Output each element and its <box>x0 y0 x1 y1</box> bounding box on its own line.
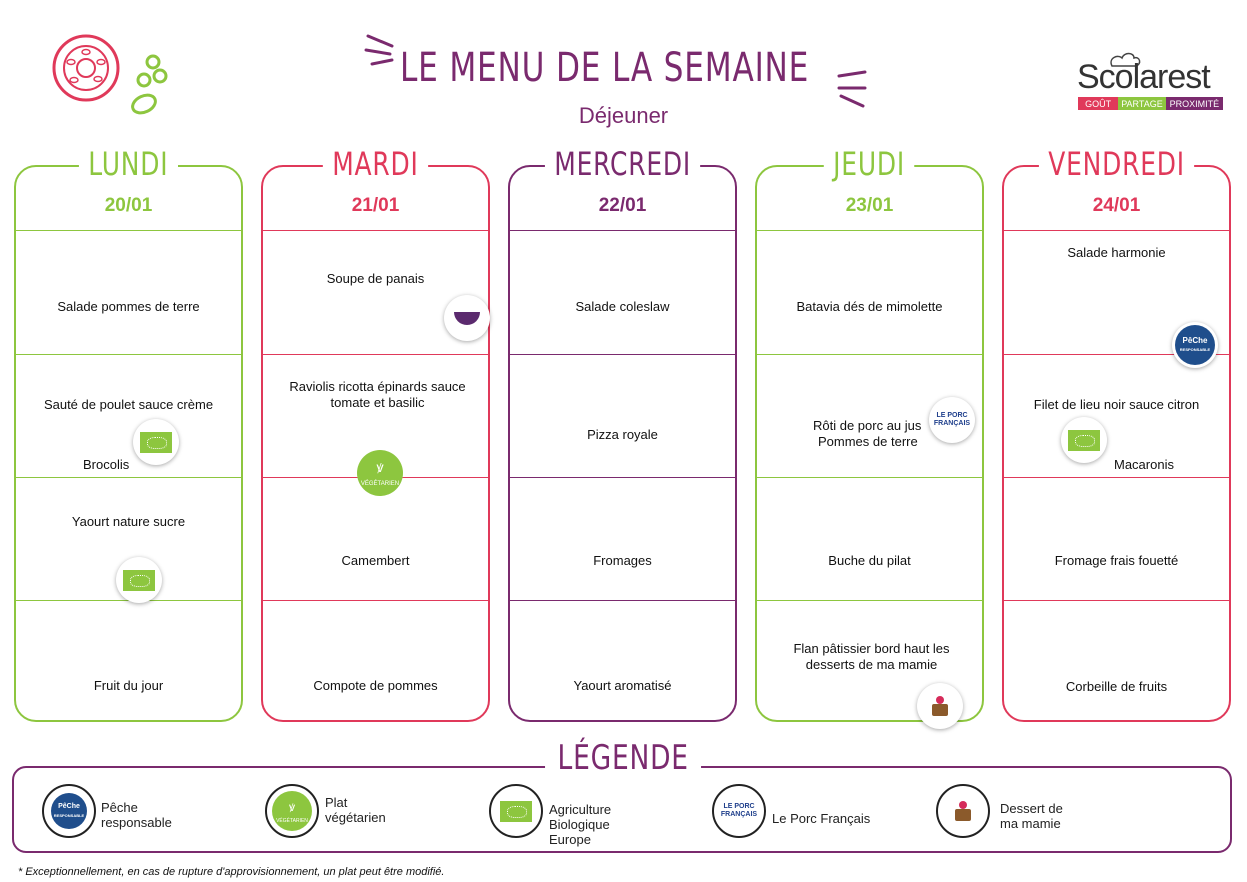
peche-badge-bottom: RESPONSABLE <box>53 813 85 818</box>
eu-organic-icon <box>116 557 162 603</box>
day-column-mardi: MARDI 21/01 Soupe de panais Raviolis ric… <box>261 145 490 722</box>
dish-item: Fromages <box>593 553 652 568</box>
dish-item: Sauté de poulet sauce crème <box>43 397 214 412</box>
row-divider <box>755 477 984 478</box>
day-date: 24/01 <box>1092 195 1141 216</box>
title-accent-right <box>837 70 867 108</box>
row-divider <box>1002 477 1231 478</box>
dish-item: Macaronis <box>1114 457 1174 472</box>
day-name: JEUDI <box>824 145 915 183</box>
dish-item: Pommes de terre <box>818 434 918 449</box>
dish-item: Camembert <box>341 553 410 568</box>
dish-item: Yaourt nature sucre <box>71 514 186 529</box>
day-date: 20/01 <box>104 195 153 216</box>
chef-hat-icon <box>1110 52 1141 67</box>
row-divider <box>261 354 490 355</box>
peche-badge-bottom: RESPONSABLE <box>1179 347 1211 352</box>
row-divider <box>14 354 243 355</box>
dish-item: Filet de lieu noir sauce citron <box>1033 397 1200 412</box>
eu-organic-icon <box>1061 417 1107 463</box>
dish-item: Fromage frais fouetté <box>1054 553 1179 568</box>
dish-item: Yaourt aromatisé <box>573 678 672 693</box>
dish-item: Brocolis <box>83 457 130 472</box>
day-date: 21/01 <box>351 195 400 216</box>
legend-label: Le Porc Français <box>772 811 871 826</box>
tagline-2: PARTAGE <box>1118 97 1166 110</box>
row-divider <box>755 230 984 231</box>
porc-francais-icon: LE PORC FRANÇAIS <box>712 784 766 838</box>
porc-badge-label: LE PORC FRANÇAIS <box>933 412 971 427</box>
dish-item: Compote de pommes <box>313 678 438 693</box>
dish-item: Salade pommes de terre <box>57 299 200 314</box>
dish-item: Pizza royale <box>587 427 658 442</box>
day-column-lundi: LUNDI 20/01 Salade pommes de terre Sauté… <box>14 145 243 722</box>
day-name: VENDREDI <box>1038 145 1195 183</box>
legend-label: Pêche responsable <box>101 800 172 830</box>
row-divider <box>261 230 490 231</box>
dish-item: Flan pâtissier bord haut les desserts de… <box>793 641 950 672</box>
tomato-illustration <box>52 34 168 115</box>
day-column-jeudi: JEUDI 23/01 Batavia dés de mimolette Rôt… <box>755 145 984 729</box>
day-column-mercredi: MERCREDI 22/01 Salade coleslaw Pizza roy… <box>508 145 737 722</box>
row-divider <box>1002 230 1231 231</box>
dessert-mamie-icon <box>917 683 963 729</box>
row-divider <box>755 600 984 601</box>
veg-badge-label: VÉGÉTARIEN <box>276 818 308 824</box>
porc-francais-icon: LE PORC FRANÇAIS <box>929 397 975 443</box>
row-divider <box>508 600 737 601</box>
dish-item: Fruit du jour <box>93 678 164 693</box>
row-divider <box>14 477 243 478</box>
tagline-3: PROXIMITÉ <box>1165 97 1223 110</box>
eu-organic-icon <box>133 419 179 465</box>
day-name: MERCREDI <box>544 145 701 183</box>
day-date: 22/01 <box>598 195 647 216</box>
dish-item: Salade coleslaw <box>575 299 670 314</box>
footnote: * Exceptionnellement, en cas de rupture … <box>18 866 445 878</box>
dish-item: Soupe de panais <box>326 271 425 286</box>
day-column-vendredi: VENDREDI 24/01 Salade harmonie Filet de … <box>1002 145 1231 722</box>
legend-label: Plat végétarien <box>325 795 386 825</box>
brand-logo: Scolarest <box>1077 58 1211 96</box>
row-divider <box>755 354 984 355</box>
eu-organic-icon <box>489 784 543 838</box>
legend-label: Dessert de ma mamie <box>1000 801 1063 831</box>
dish-item: Batavia dés de mimolette <box>796 299 943 314</box>
dish-item: Corbeille de fruits <box>1065 679 1168 694</box>
veg-badge-label: VÉGÉTARIEN <box>360 481 400 487</box>
peche-badge-top: PêChe <box>1182 336 1208 345</box>
legend-title: LÉGENDE <box>545 738 702 778</box>
row-divider <box>508 230 737 231</box>
brand-tagline: GOÛT PARTAGE PROXIMITÉ <box>1078 97 1223 110</box>
row-divider <box>1002 600 1231 601</box>
dish-item: Salade harmonie <box>1067 245 1166 260</box>
legend-label: Agriculture Biologique Europe <box>549 802 612 847</box>
dish-item: Raviolis ricotta épinards sauce tomate e… <box>289 379 466 410</box>
soup-bowl-icon <box>444 295 490 341</box>
peche-badge-top: PêChe <box>58 803 80 810</box>
row-divider <box>508 477 737 478</box>
row-divider <box>261 600 490 601</box>
dessert-mamie-icon <box>936 784 990 838</box>
row-divider <box>508 354 737 355</box>
dish-item: Buche du pilat <box>828 553 911 568</box>
row-divider <box>14 230 243 231</box>
day-name: MARDI <box>322 145 429 183</box>
page-subtitle: Déjeuner <box>578 103 669 128</box>
day-name: LUNDI <box>79 145 178 183</box>
porc-badge-label: LE PORC FRANÇAIS <box>720 803 758 818</box>
day-date: 23/01 <box>845 195 894 216</box>
tagline-1: GOÛT <box>1078 97 1119 110</box>
page-title: LE MENU DE LA SEMAINE <box>400 45 810 91</box>
dish-item: Rôti de porc au jus <box>813 418 922 433</box>
title-accent-left <box>364 34 394 66</box>
row-divider <box>1002 354 1231 355</box>
